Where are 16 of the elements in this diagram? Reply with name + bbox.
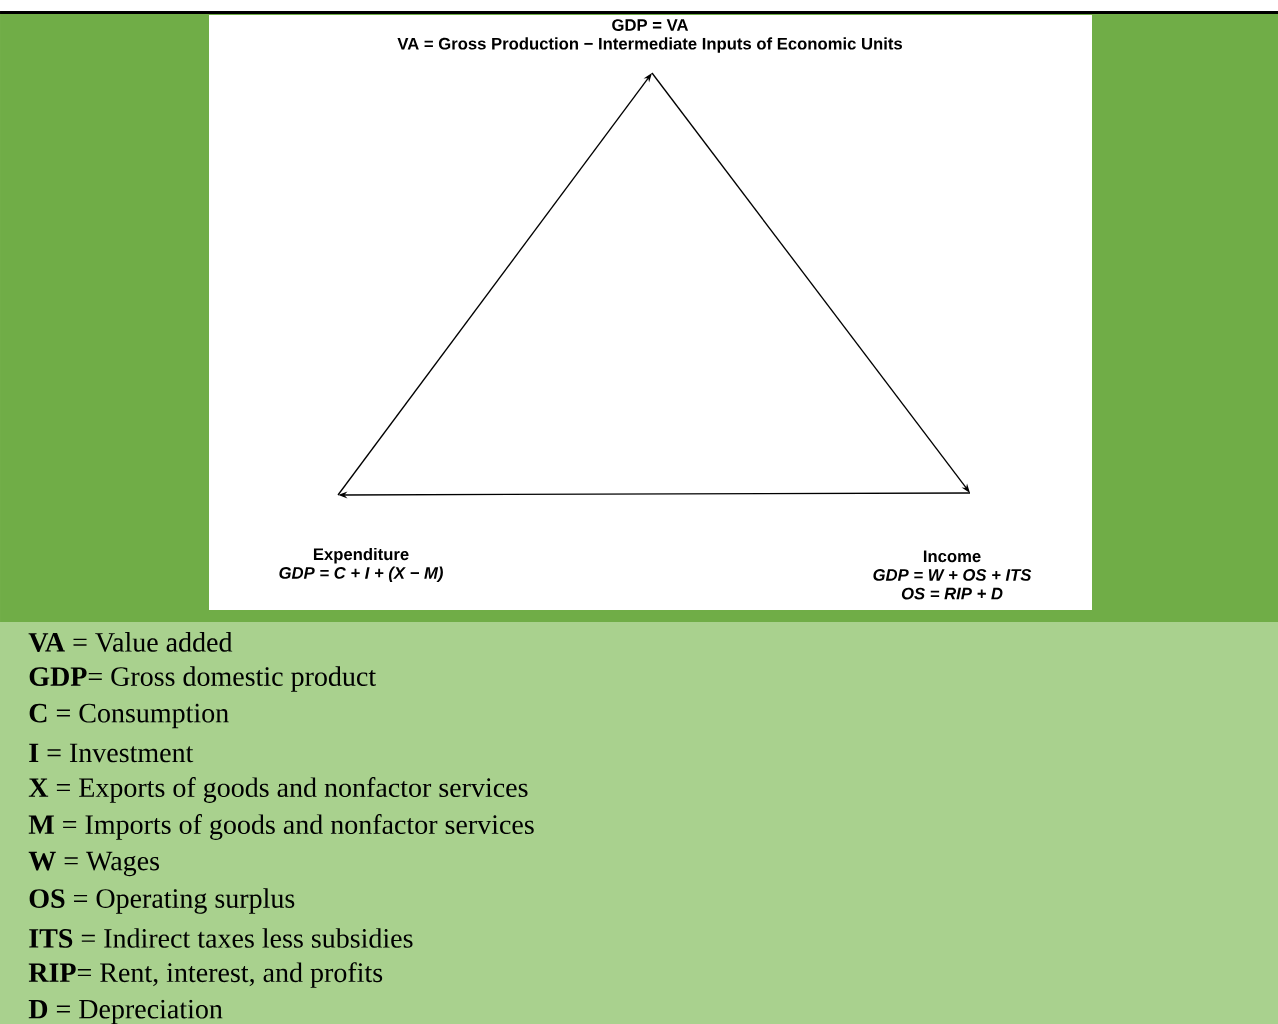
definition-text: RIP= Rent, interest, and profits — [28, 962, 383, 988]
definition-text: VA = Value added — [28, 632, 233, 652]
formula-text: Expenditure GDP = C + I + (X − M) — [279, 547, 443, 583]
definition-text: D = Depreciation — [28, 999, 223, 1024]
definition-text: GDP= Gross domestic product — [29, 666, 376, 692]
arrow — [651, 72, 970, 493]
definition-text: C = Consumption — [29, 703, 229, 729]
arrow — [337, 73, 652, 496]
definition-text: ITS = Indirect taxes less subsidies — [29, 928, 413, 948]
definition-text: I = Investment — [29, 743, 194, 763]
formula-text: Income GDP = W + OS + ITS OS = RIP + D — [873, 550, 1032, 600]
definition-text: M = Imports of goods and nonfactor services — [28, 814, 534, 840]
definition-text: OS = Operating surplus — [29, 888, 295, 914]
formula-text: GDP = VA VA = Gross Production − Intermediate Inputs of Economic Units — [397, 19, 902, 53]
definition-text: W = Wages — [28, 851, 159, 877]
definition-text: X = Exports of goods and nonfactor services — [28, 777, 528, 803]
